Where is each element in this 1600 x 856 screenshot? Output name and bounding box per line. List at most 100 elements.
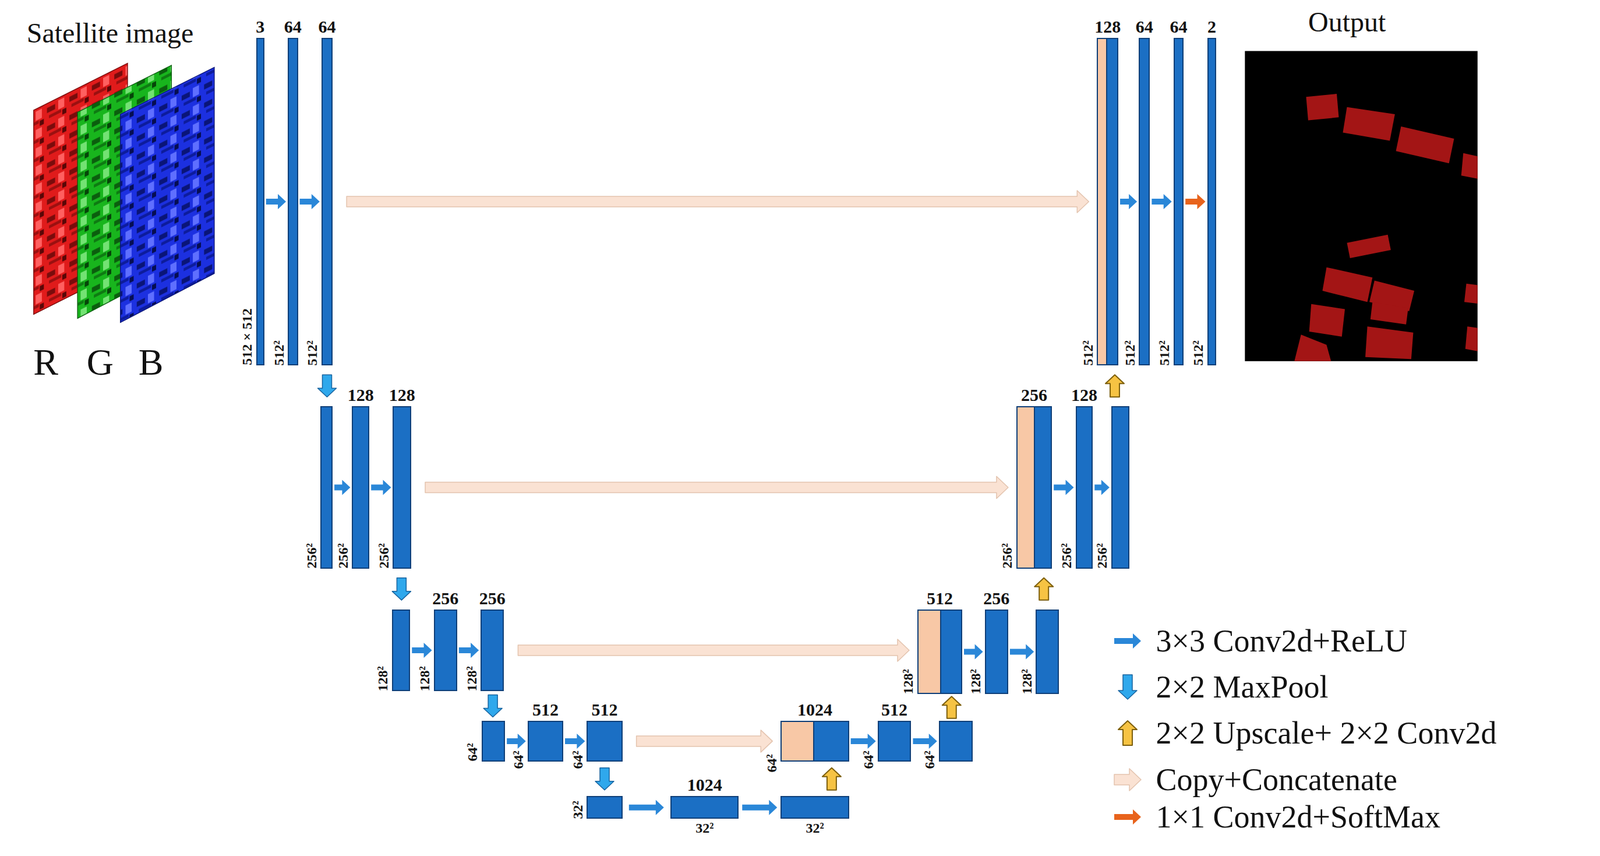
spatial-size: 64² — [764, 754, 779, 773]
feature-map: 256128² — [984, 609, 1009, 694]
spatial-size: 64² — [511, 750, 526, 769]
copied-channels — [1017, 407, 1036, 568]
channel-count: 2 — [1207, 18, 1217, 36]
conv-relu-arrow — [1009, 644, 1034, 660]
legend-entry: 2×2 MaxPool — [1112, 670, 1521, 703]
copied-channels — [918, 610, 942, 693]
spatial-size: 32² — [570, 800, 585, 819]
feature-map: 64512² — [287, 37, 299, 366]
channel-count: 512 — [532, 700, 559, 719]
channel-count: 3 — [255, 18, 265, 36]
legend-arrow — [1118, 720, 1137, 745]
upscale-arrow — [822, 767, 842, 790]
copy-concat-arrow — [346, 190, 1089, 213]
conv-relu-arrow — [299, 193, 320, 210]
channel-count: 64 — [1169, 18, 1188, 36]
feature-map: 256128² — [433, 609, 458, 691]
conv-relu-arrow — [334, 479, 351, 496]
channel-count: 128 — [389, 386, 416, 404]
concat-feature-map: 128512² — [1096, 37, 1119, 366]
upscale-arrow — [1034, 577, 1054, 600]
spatial-size: 512² — [1122, 340, 1137, 366]
output-title: Output — [1308, 6, 1386, 38]
feature-map: 128256² — [392, 405, 412, 569]
satellite-image — [33, 63, 215, 323]
legend-arrow — [1114, 768, 1142, 791]
legend-arrow — [1114, 633, 1142, 649]
channel-count: 256 — [983, 589, 1010, 607]
legend-text: 2×2 Upscale+ 2×2 Conv2d — [1156, 717, 1497, 749]
legend-text: Copy+Concatenate — [1156, 763, 1398, 796]
feature-map: 64512² — [321, 37, 333, 366]
spatial-size: 128² — [375, 665, 390, 691]
concat-feature-map: 512128² — [917, 609, 963, 694]
conv-relu-arrow — [1151, 193, 1172, 210]
spatial-size: 32² — [695, 820, 714, 835]
conv-relu-arrow — [912, 733, 937, 749]
mask-background — [1244, 51, 1478, 362]
concat-feature-map: 102464² — [780, 720, 849, 762]
feature-map: 64512² — [1138, 37, 1150, 366]
feature-map: 51264² — [877, 720, 912, 762]
legend-arrow-icon — [1112, 717, 1143, 748]
feature-map: 32² — [780, 795, 849, 819]
channel-count: 1024 — [687, 775, 723, 794]
conv-relu-arrow — [411, 642, 432, 658]
spatial-size: 128² — [968, 668, 983, 694]
legend-arrow-icon — [1112, 671, 1143, 702]
legend-text: 3×3 Conv2d+ReLU — [1156, 624, 1408, 657]
feature-map: 256² — [320, 405, 333, 569]
feature-map: 51264² — [586, 720, 623, 762]
maxpool-arrow — [483, 694, 503, 717]
spatial-size: 512² — [1080, 340, 1095, 366]
spatial-size: 512² — [1191, 340, 1206, 366]
legend-text: 2×2 MaxPool — [1156, 670, 1329, 703]
legend-arrow-icon — [1112, 625, 1143, 656]
spatial-size: 128² — [901, 668, 916, 694]
concat-feature-map: 256256² — [1016, 405, 1052, 569]
legend-entry: 1×1 Conv2d+SoftMax — [1112, 800, 1521, 833]
channel-count: 128 — [1094, 18, 1121, 36]
channel-letter: R — [33, 341, 59, 383]
legend-text: 1×1 Conv2d+SoftMax — [1156, 800, 1441, 833]
conv-relu-arrow — [742, 799, 777, 815]
spatial-size: 64² — [465, 743, 480, 762]
channel-count: 64 — [318, 18, 336, 36]
copied-channels — [781, 721, 815, 761]
spatial-size: 64² — [922, 750, 937, 769]
spatial-size: 256² — [376, 543, 391, 569]
conv-softmax-arrow — [1185, 193, 1206, 210]
legend-entry: 2×2 Upscale+ 2×2 Conv2d — [1112, 717, 1521, 749]
conv-relu-arrow — [1094, 479, 1110, 496]
conv-relu-arrow — [850, 733, 877, 749]
channel-letter: G — [86, 341, 114, 383]
spatial-size: 256² — [336, 543, 351, 569]
channel-count: 256 — [479, 589, 506, 607]
spatial-size: 256² — [1000, 543, 1015, 569]
feature-map: 51264² — [527, 720, 564, 762]
channel-count: 512 — [881, 700, 908, 719]
channel-count: 1024 — [797, 700, 833, 719]
building-masks — [1293, 93, 1478, 362]
conv-relu-arrow — [1053, 479, 1074, 496]
conv-relu-arrow — [564, 733, 585, 749]
channel-count: 256 — [432, 589, 459, 607]
feature-map: 64² — [481, 720, 505, 762]
output-mask — [1244, 51, 1482, 364]
feature-map: 2512² — [1207, 37, 1217, 366]
spatial-size: 256² — [1059, 543, 1074, 569]
channel-count: 128 — [1071, 386, 1098, 404]
copied-channels — [1097, 39, 1108, 365]
input-title: Satellite image — [26, 18, 194, 49]
copy-concat-arrow — [636, 729, 773, 752]
blue-band — [120, 67, 215, 323]
legend-arrow — [1114, 809, 1142, 825]
spatial-size: 128² — [417, 665, 432, 691]
spatial-size: 512² — [305, 340, 320, 366]
channel-letter: B — [138, 341, 164, 383]
feature-map: 256128² — [480, 609, 504, 691]
channel-count: 64 — [1135, 18, 1154, 36]
conv-relu-arrow — [506, 733, 526, 749]
copy-concat-arrow — [517, 638, 910, 662]
spatial-size: 256² — [1095, 543, 1109, 569]
